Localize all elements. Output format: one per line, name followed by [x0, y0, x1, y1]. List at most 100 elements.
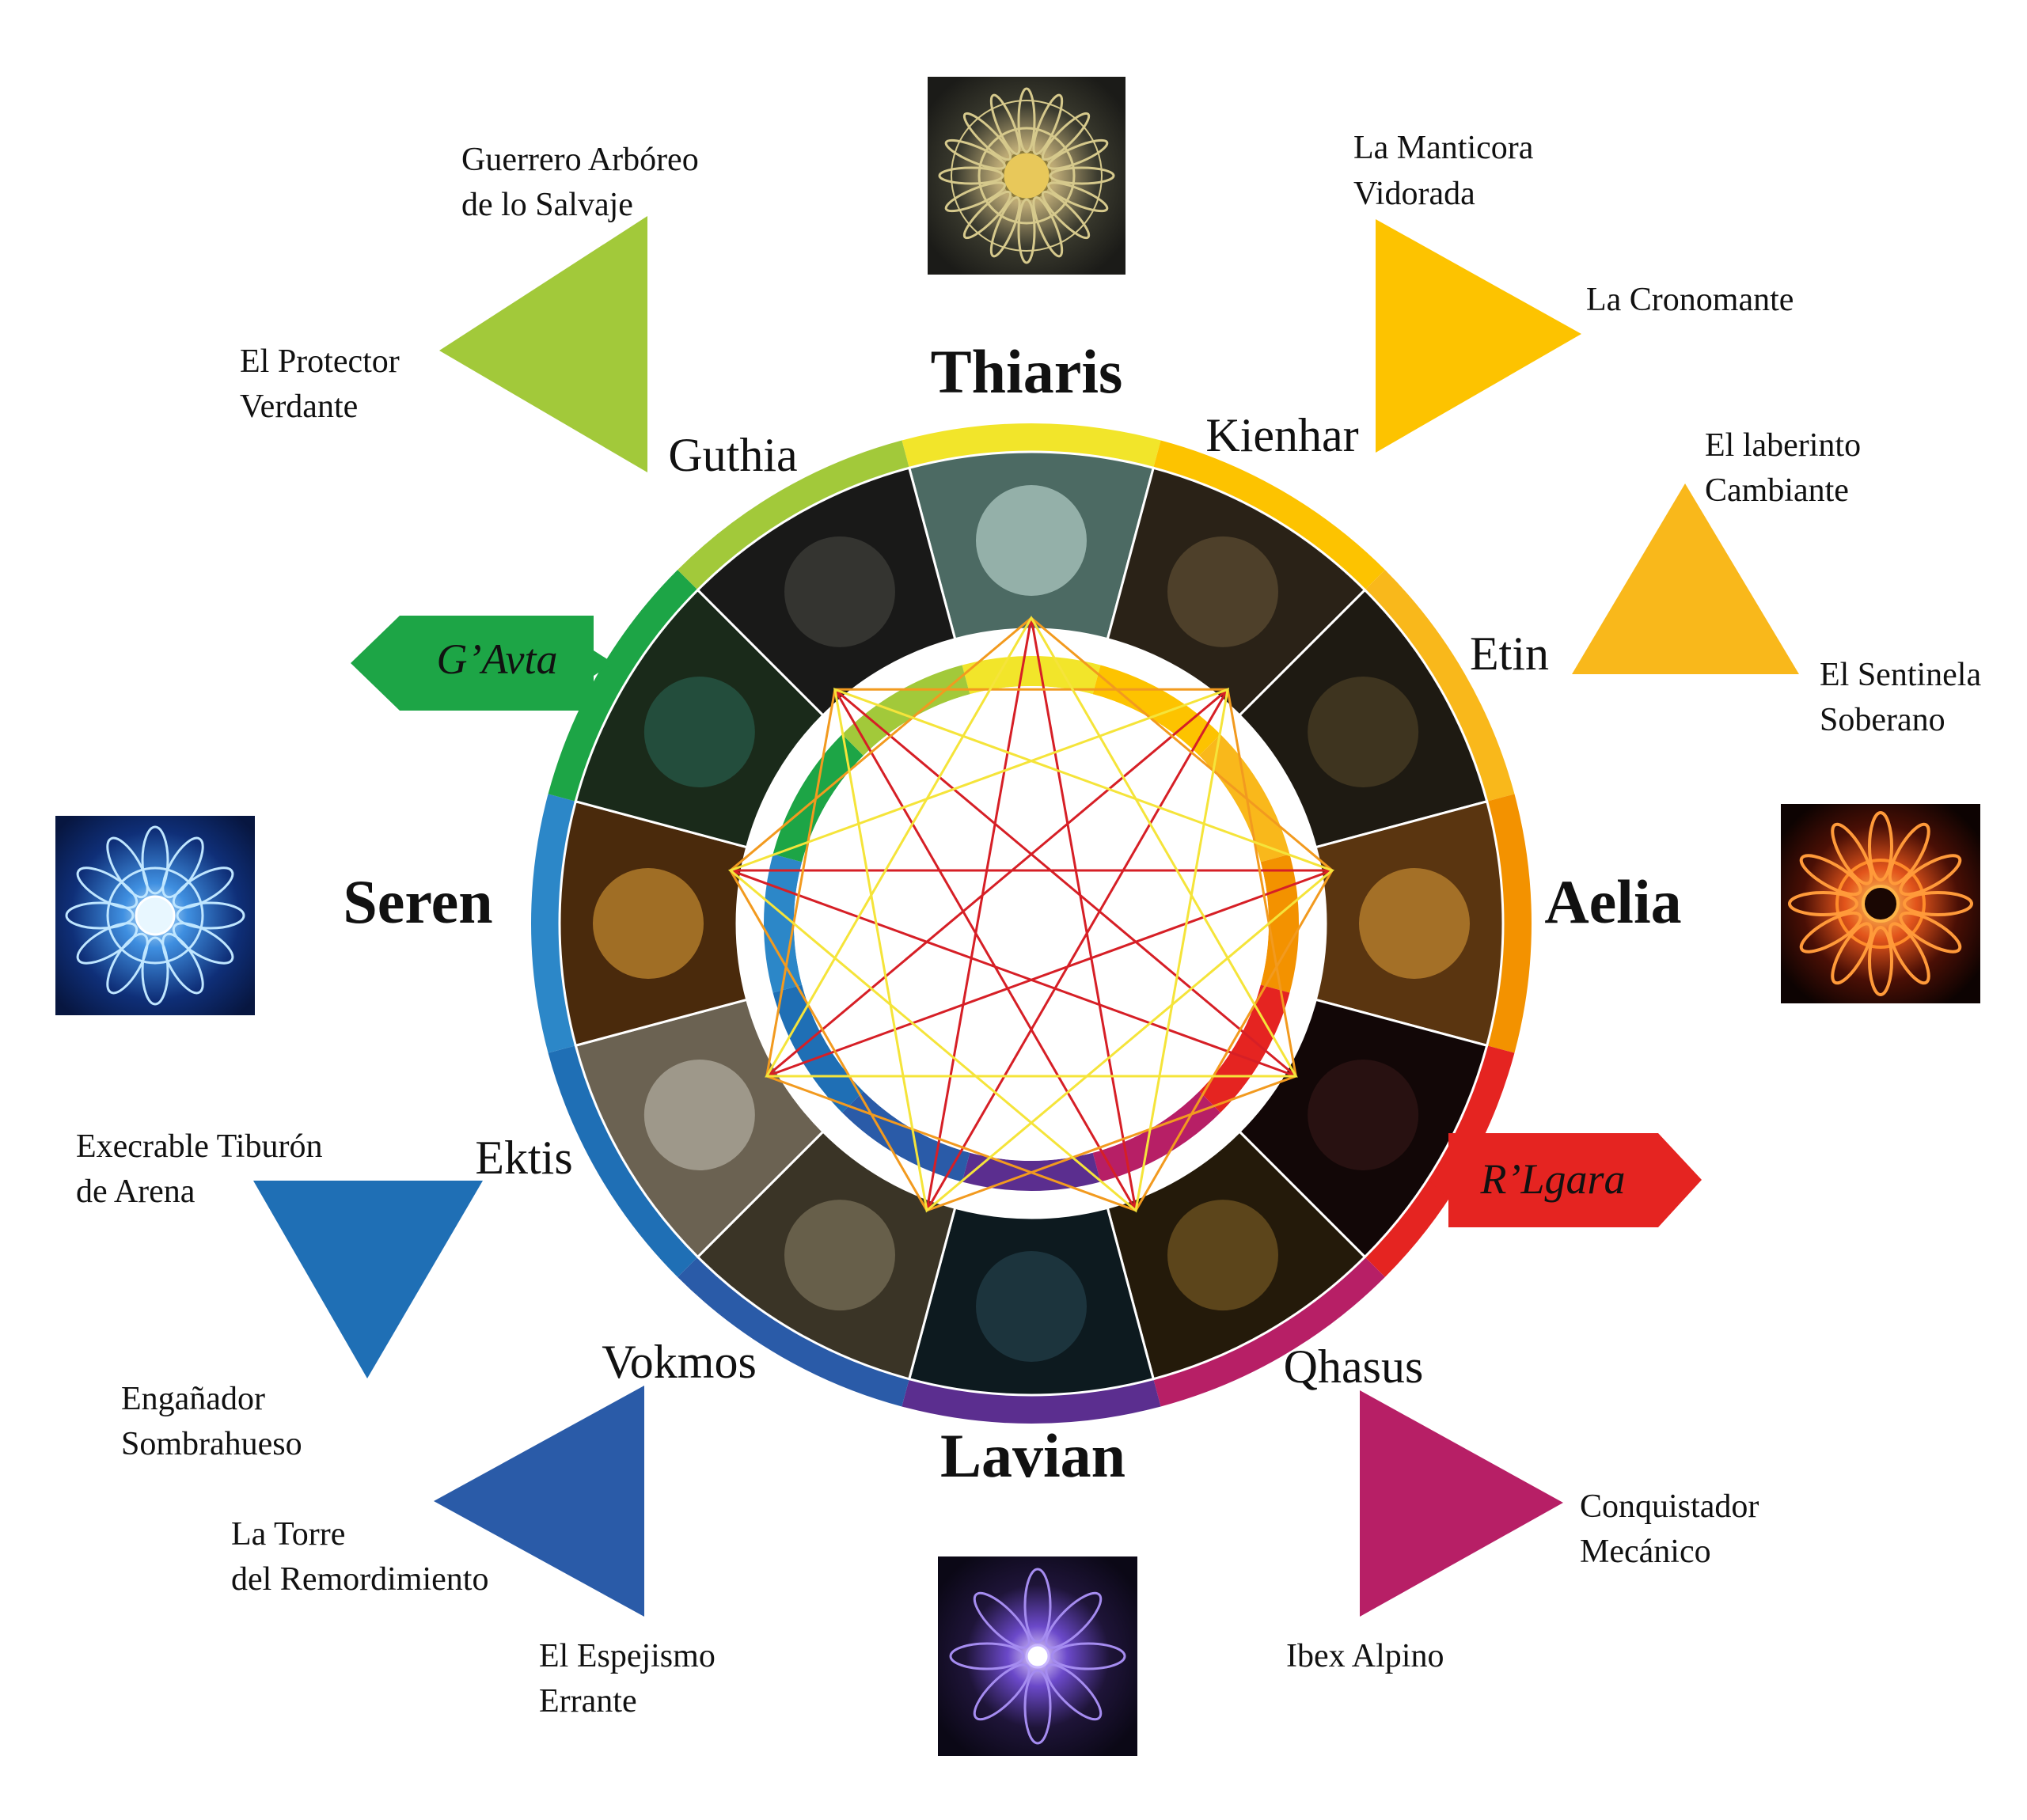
mandala-petal: [141, 936, 169, 1006]
creature-laberinto-line1: El laberinto: [1705, 427, 1861, 464]
portrait-highlight: [593, 868, 704, 979]
mandala-petal: [1017, 87, 1036, 154]
creature-ibex-alpino: Ibex Alpino: [1286, 1638, 1444, 1674]
star-line: [728, 616, 1334, 1212]
mandala-petal: [106, 932, 149, 995]
inner-ring-segment: [764, 854, 803, 993]
mandala-petal: [949, 1642, 1025, 1670]
inner-ring-segment: [841, 1091, 970, 1182]
deity-lavian: Lavian: [940, 1421, 1125, 1490]
mandala-petal: [1888, 822, 1930, 885]
inner-ring-segment: [1260, 854, 1299, 993]
star-triangle: [727, 688, 1230, 1213]
mandala-petal: [1023, 1568, 1052, 1644]
creature-conquistador-line1: Conquistador: [1580, 1488, 1759, 1525]
violet-mandala-icon: [938, 1556, 1137, 1756]
mandala-petal: [973, 1663, 1031, 1721]
mandala-petal: [944, 181, 1006, 213]
mandala-petal: [989, 93, 1021, 155]
deity-aelia: Aelia: [1544, 867, 1681, 936]
mandala-petal: [161, 932, 204, 995]
mandala-petal: [1050, 1642, 1126, 1670]
outer-ring-segment: [531, 794, 577, 1053]
inner-ring-segment: [841, 665, 970, 756]
mandala-petal: [1047, 138, 1109, 170]
mandala-petal: [1888, 922, 1930, 985]
mandala-petal: [1047, 181, 1109, 213]
mandala-petal: [962, 112, 1012, 161]
outer-ring-segment: [902, 423, 1161, 469]
portrait-highlight: [784, 1200, 895, 1311]
creature-manticora-line2: Vidorada: [1353, 176, 1475, 212]
mandala-petal: [141, 825, 169, 895]
mandala-petal: [1049, 166, 1115, 185]
creature-torre-line2: del Remordimiento: [231, 1561, 488, 1598]
portrait-highlight: [643, 677, 755, 787]
deity-thiaris: Thiaris: [931, 337, 1123, 406]
etin-triangle: [1572, 483, 1799, 674]
gavta-banner: G’Avta: [351, 616, 613, 711]
inner-ring-segment: [1092, 1091, 1221, 1182]
portrait-highlight: [976, 1251, 1087, 1362]
mandala-petal: [76, 866, 139, 909]
creature-sentinela-line2: Soberano: [1820, 702, 1945, 738]
star-triangle: [833, 688, 1335, 1213]
mandala-petal: [1899, 911, 1962, 954]
mandala-petal: [161, 836, 204, 899]
house-etin: Etin: [1470, 628, 1549, 680]
house-vokmos: Vokmos: [602, 1336, 757, 1388]
mandala-petal: [1903, 891, 1973, 916]
creature-enganador-line1: Engañador: [121, 1381, 265, 1417]
portrait-highlight: [784, 536, 895, 647]
creature-conquistador-line2: Mecánico: [1580, 1534, 1711, 1570]
mandala-petal: [1045, 1663, 1103, 1721]
creature-espejismo-line2: Errante: [539, 1683, 637, 1720]
qhasus-triangle: [1360, 1390, 1563, 1617]
guthia-triangle: [439, 216, 647, 472]
mandala-petal: [1041, 190, 1091, 240]
mandala-petal: [1032, 93, 1064, 155]
creature-manticora-line1: La Manticora: [1353, 130, 1534, 166]
portrait-highlight: [976, 485, 1087, 596]
house-qhasus: Qhasus: [1284, 1340, 1424, 1393]
creature-protector-verdante-line2: Verdante: [240, 389, 358, 425]
mandala-petal: [1831, 922, 1873, 985]
mandala-petal: [973, 1591, 1031, 1649]
mandala-petal: [989, 196, 1021, 258]
gavta-label: G’Avta: [437, 635, 558, 683]
inner-ring-segment: [1092, 665, 1221, 756]
mandala-petal: [962, 190, 1012, 240]
mandala-petal: [1899, 854, 1962, 897]
deity-seren: Seren: [343, 867, 492, 936]
star-triangle: [765, 615, 1298, 1078]
creature-cronomante: La Cronomante: [1586, 282, 1794, 318]
creature-portrait-ring: [558, 450, 1505, 1397]
mandala-petal: [76, 922, 139, 965]
mandala-petal: [1032, 196, 1064, 258]
creature-guerrero-arboreo-line2: de lo Salvaje: [461, 187, 633, 223]
mandala-petal: [172, 922, 234, 965]
mandala-petal: [176, 901, 245, 930]
outer-ring-segment: [1486, 794, 1532, 1053]
inner-ring-segment: [962, 656, 1101, 695]
star-line: [730, 617, 1333, 1211]
mandala-petal: [1017, 198, 1036, 264]
mandala-petal: [106, 836, 149, 899]
outer-ring-segment: [902, 1378, 1161, 1424]
inner-ring-segment: [772, 984, 864, 1113]
vokmos-triangle: [434, 1386, 644, 1617]
portrait-highlight: [643, 1060, 755, 1170]
creature-laberinto-line2: Cambiante: [1705, 472, 1849, 509]
mandala-petal: [1041, 112, 1091, 161]
mandala-petal: [938, 166, 1004, 185]
mandala-petal: [1788, 891, 1858, 916]
creature-guerrero-arboreo-line1: Guerrero Arbóreo: [461, 142, 699, 178]
mandala-petal: [1868, 926, 1893, 996]
portrait-highlight: [1308, 677, 1419, 787]
rlgara-banner: R’Lgara: [1429, 1133, 1702, 1227]
portrait-highlight: [1167, 536, 1278, 647]
house-ektis: Ektis: [475, 1132, 572, 1184]
creature-tiburon-line2: de Arena: [76, 1174, 195, 1210]
blue-mandala-icon: [55, 816, 255, 1015]
mandala-petal: [172, 866, 234, 909]
